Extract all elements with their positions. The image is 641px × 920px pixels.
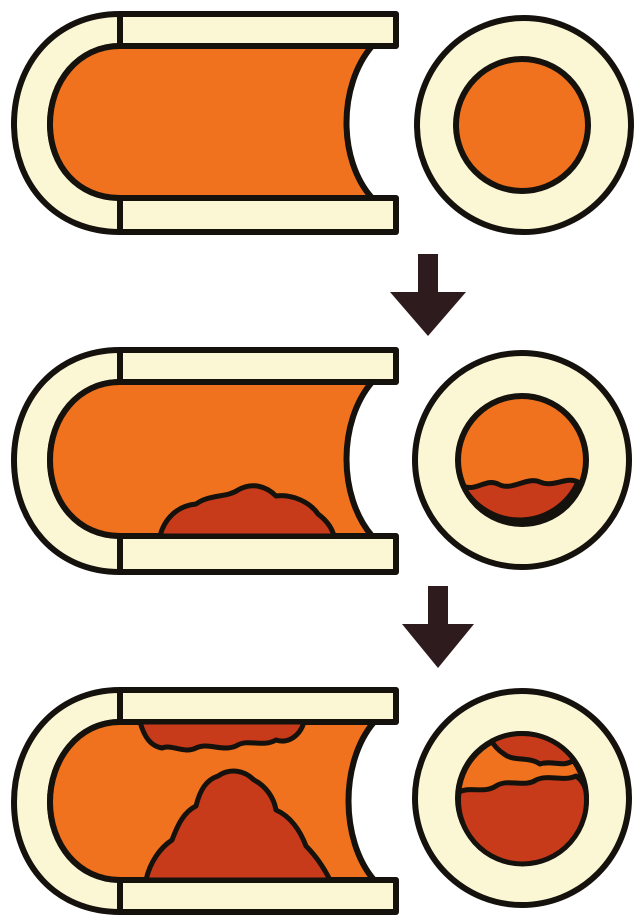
vessel-wall-top bbox=[120, 690, 396, 722]
stage-1-cross-section bbox=[417, 18, 631, 232]
vessel-wall-bottom bbox=[120, 198, 396, 232]
stage-2-cross-section bbox=[415, 353, 629, 567]
vessel-wall-bottom bbox=[120, 536, 396, 572]
stage-1 bbox=[14, 14, 631, 232]
stage-3 bbox=[14, 690, 629, 912]
stage-1-longitudinal-vessel bbox=[14, 14, 396, 232]
vessel-wall-bottom bbox=[120, 880, 396, 912]
stage-3-cross-section bbox=[415, 691, 629, 905]
arrow-down-icon bbox=[390, 254, 466, 336]
stage-2 bbox=[14, 350, 629, 572]
blood-lumen bbox=[50, 46, 372, 198]
stage-2-longitudinal-vessel bbox=[14, 350, 396, 572]
cross-section-lumen bbox=[456, 59, 588, 191]
vessel-wall-top bbox=[120, 14, 396, 46]
vessel-wall-top bbox=[120, 350, 396, 382]
arrow-down-icon bbox=[402, 586, 474, 668]
stage-3-longitudinal-vessel bbox=[14, 690, 396, 912]
